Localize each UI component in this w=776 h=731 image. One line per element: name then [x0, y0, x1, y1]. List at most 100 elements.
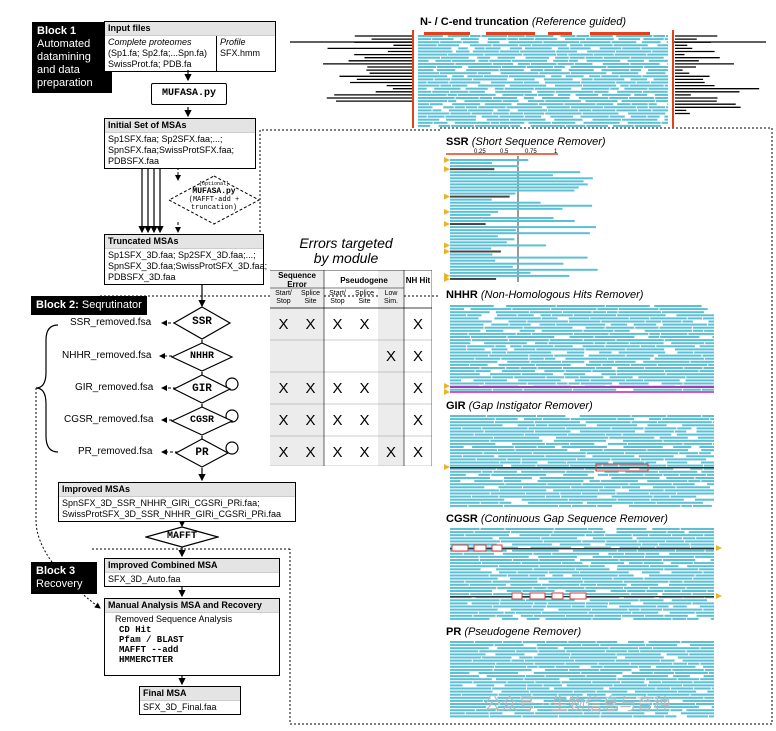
block1-line: datamining [37, 51, 91, 63]
cgsr-gap-box [529, 592, 546, 600]
nhhr-seq [618, 308, 659, 311]
trunc-seq [550, 115, 574, 118]
trunc-seq [418, 112, 450, 115]
cgsr-seq [627, 590, 646, 592]
pr-seq [450, 678, 492, 681]
gir-seq [628, 504, 681, 507]
cgsr-seq [585, 534, 605, 537]
ssr-title: SSR [446, 136, 469, 148]
pr-seq [587, 703, 614, 705]
gir-seq [535, 430, 571, 433]
gir-seq [511, 464, 536, 467]
trunc-seq [429, 103, 443, 106]
trunc-seq [617, 90, 642, 93]
gir-seq [450, 489, 499, 492]
cgsr-seq [450, 552, 463, 555]
trunc-seq [535, 38, 558, 41]
trunc-seq [616, 81, 636, 84]
pr-seq [670, 687, 694, 690]
optional-line: (MAFFT-add + [188, 196, 240, 204]
gir-seq [699, 452, 711, 455]
nhhr-seq [648, 336, 660, 338]
gir-seq [682, 424, 714, 427]
tool-cdhit: CD Hit [119, 625, 152, 635]
errors-title-line: by module [313, 250, 379, 266]
gir-seq [570, 442, 595, 445]
pr-seq [524, 678, 560, 681]
nhhr-seq [509, 323, 531, 326]
gir-seq [644, 473, 663, 476]
gir-seq [586, 452, 625, 455]
gir-seq [559, 504, 571, 507]
nhhr-seq [662, 323, 708, 326]
nhhr-seq [562, 367, 596, 369]
nhhr-seq [565, 357, 607, 360]
cgsr-seq [580, 559, 619, 561]
nhhr-seq [467, 348, 485, 351]
cgsr-seq [450, 586, 497, 589]
trunc-seq [479, 97, 493, 99]
cgsr-seq [687, 565, 714, 568]
nhhr-seq [583, 329, 614, 332]
nhhr-seq [626, 348, 665, 351]
nhhr-seq [585, 326, 605, 329]
pr-seq [522, 641, 546, 643]
pr-seq [653, 703, 696, 705]
cgsr-seq [450, 543, 497, 546]
trunc-seq [474, 124, 510, 127]
gir-seq [450, 483, 505, 486]
cgsr-seq [480, 528, 505, 530]
cgsr-seq [497, 586, 533, 589]
watermark: 公众号 · 生物信息与育种 [484, 695, 671, 715]
trunc-seq [538, 103, 564, 106]
trunc-seq [418, 90, 432, 93]
gir-seq [625, 452, 679, 455]
gir-seq [603, 449, 647, 452]
pr-seq [708, 672, 714, 674]
pr-seq [533, 656, 570, 659]
nhhr-seq [626, 379, 644, 382]
optional-line: truncation) [190, 204, 238, 212]
gir-seq [659, 436, 688, 439]
gir-seq [497, 449, 515, 452]
gir-seq [702, 415, 714, 417]
gir-seq [696, 430, 714, 433]
pr-seq [596, 690, 628, 693]
gir-seq [553, 439, 607, 442]
pr-seq [493, 668, 532, 671]
cgsr-seq [502, 617, 519, 620]
cgsr-seq [589, 599, 639, 602]
gir-seq [658, 421, 712, 424]
gir-seq [450, 436, 493, 439]
trunc-seq [427, 81, 449, 84]
gir-seq [677, 427, 692, 430]
trunc-ref-segment [548, 32, 572, 35]
cgsr-seq [693, 562, 714, 565]
cgsr-seq [500, 540, 543, 543]
nhhr-seq [660, 336, 700, 338]
gir-seq [676, 486, 710, 489]
gir-seq [568, 433, 606, 436]
pr-seq [533, 706, 574, 709]
trunc-seq [564, 103, 596, 106]
col-start-stop: Start/ Stop [329, 290, 346, 305]
ssr-seq [450, 235, 498, 238]
gir-seq [677, 492, 714, 495]
cgsr-seq [696, 537, 714, 540]
cgsr-seq [590, 562, 625, 565]
trunc-end-line [672, 30, 674, 128]
cgsr-seq [541, 537, 578, 540]
gir-title: GIR [446, 400, 466, 412]
pr-seq [596, 641, 618, 643]
trunc-seq [511, 59, 547, 62]
nhhr-seq [450, 348, 467, 351]
trunc-seq [508, 41, 543, 44]
gir-seq [625, 470, 658, 473]
trunc-seq [418, 121, 433, 124]
cgsr-seq [710, 617, 714, 620]
pr-seq [655, 712, 669, 715]
nhhr-seq [514, 348, 536, 351]
trunc-seq [437, 66, 463, 68]
trunc-seq [616, 109, 637, 112]
block3-label: Block 3 Recovery [31, 562, 97, 594]
